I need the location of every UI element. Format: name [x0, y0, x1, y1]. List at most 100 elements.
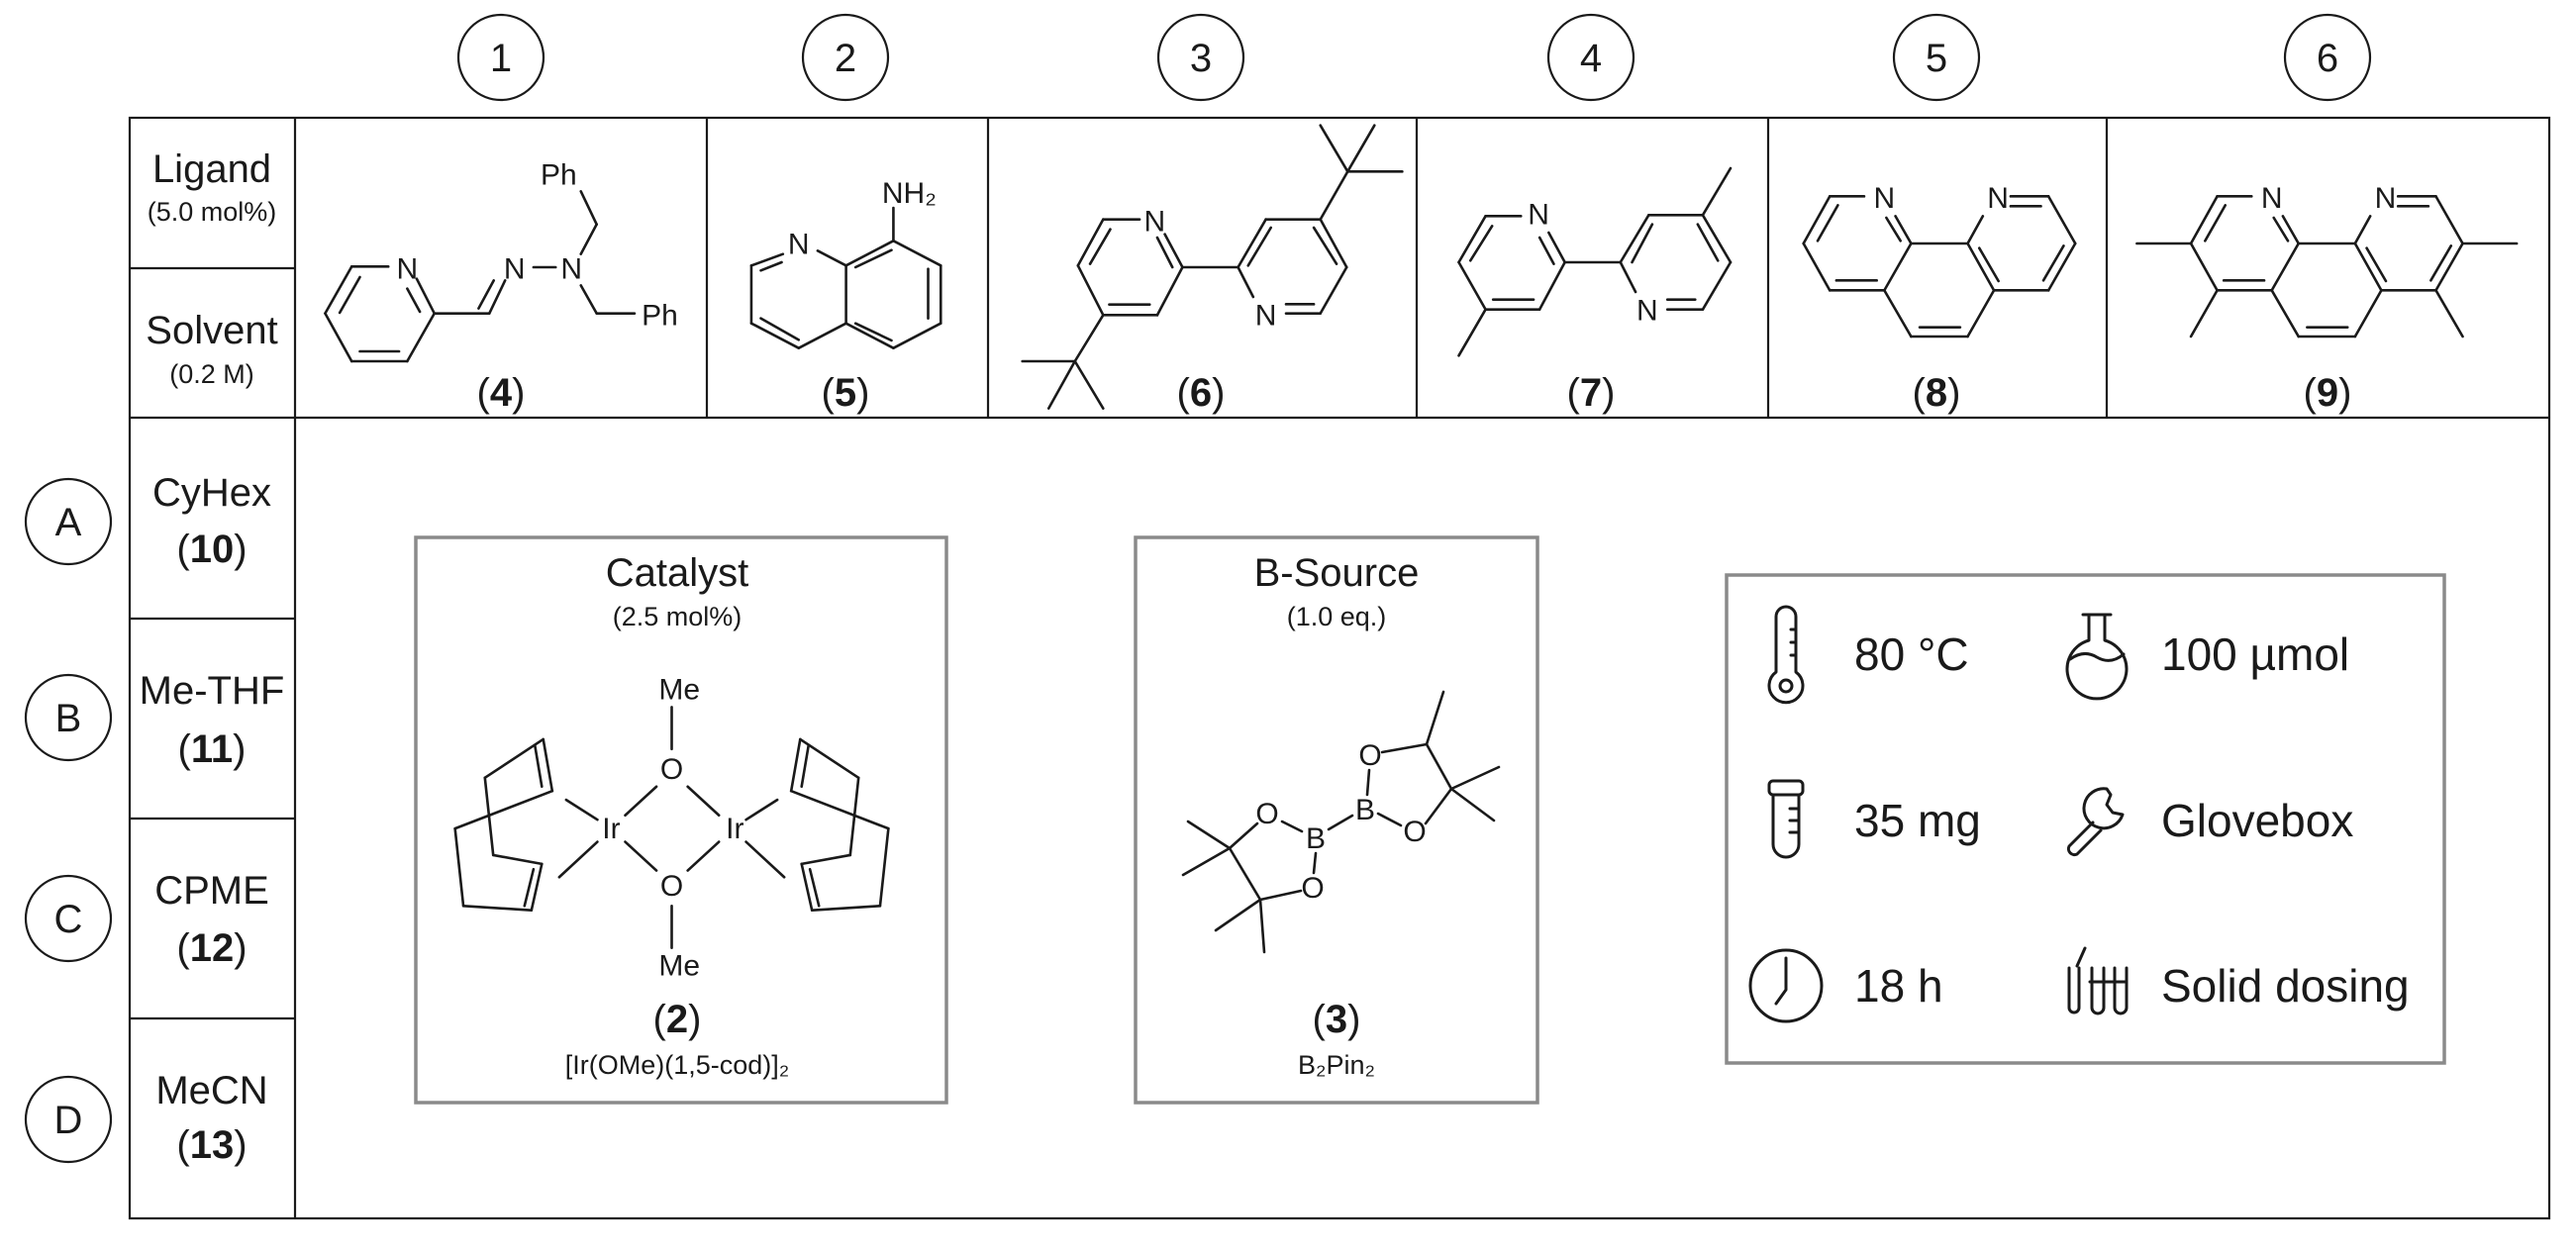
ligand-compound-number: (7): [1567, 371, 1616, 415]
atom-label: Me: [658, 674, 700, 707]
condition-temperature: 80 °C: [1854, 628, 1969, 680]
bond: [523, 867, 536, 908]
bond: [1457, 215, 1487, 264]
bond: [2189, 195, 2219, 245]
bond: [1802, 241, 1832, 292]
atom-label: B: [1355, 794, 1375, 826]
bond: [1883, 241, 1913, 292]
bond: [2434, 241, 2464, 292]
bond: [1258, 898, 1266, 954]
row-marker-b: B: [24, 673, 113, 762]
atom-label: N: [560, 253, 582, 286]
boron-source-amount: (1.0 eq.): [1287, 602, 1387, 631]
bond: [530, 862, 544, 913]
atom-label: N: [1144, 205, 1166, 238]
bond: [1883, 289, 1913, 338]
bond: [749, 322, 801, 349]
bond: [1181, 846, 1232, 877]
catalyst-panel: Catalyst (2.5 mol%) (2) [Ir(OMe)(1,5-cod…: [414, 535, 948, 1105]
bond: [1468, 225, 1494, 262]
solvent-row-c: CPME (12): [154, 869, 269, 970]
bond: [686, 840, 721, 872]
row-marker-d: D: [24, 1075, 113, 1164]
bond: [2353, 241, 2383, 292]
bond: [759, 260, 783, 272]
bond: [579, 223, 598, 255]
bond: [1885, 216, 1902, 242]
bond: [1228, 821, 1259, 850]
bond: [624, 785, 658, 818]
bond: [844, 240, 895, 267]
bond: [1696, 223, 1720, 262]
column-marker-5: 5: [1892, 13, 1981, 102]
bond: [800, 862, 814, 913]
conditions-panel: 80 °C 100 µmol 35 mg Glovebox 18 h: [1725, 573, 2446, 1065]
condition-mass: 35 mg: [1854, 795, 1981, 846]
bond: [2353, 215, 2372, 245]
bond: [1155, 236, 1174, 269]
ligand-compound-number: (5): [822, 371, 870, 415]
boron-source-compound-number: (3): [1313, 998, 1361, 1041]
bond: [1449, 765, 1501, 791]
wrench-icon: [2066, 787, 2125, 857]
bond: [1966, 215, 1985, 245]
bond: [1345, 124, 1376, 173]
boron-source-box: [1134, 535, 1539, 1105]
atom-label: B: [1306, 822, 1326, 855]
ligand-numbers: (4) (5) (6) (7) (8) (9): [477, 371, 2352, 415]
ligand-compound-number: (6): [1177, 371, 1226, 415]
vial-icon: [1767, 779, 1805, 859]
bond: [406, 312, 437, 363]
bond: [789, 789, 890, 830]
bond: [2046, 241, 2077, 292]
column-marker-1: 1: [456, 13, 545, 102]
bond: [1701, 214, 1733, 264]
bond: [1894, 215, 1913, 245]
catalyst-compound-number: (2): [653, 998, 702, 1041]
bond: [2365, 246, 2388, 283]
atom-label: Ir: [726, 813, 743, 845]
solvent-compound-number: (11): [178, 727, 247, 771]
bond: [453, 789, 554, 830]
bond: [749, 252, 785, 267]
bond: [1365, 768, 1371, 797]
column-marker-4: 4: [1546, 13, 1635, 102]
bond: [853, 248, 893, 269]
atom-label: N: [504, 253, 526, 286]
condition-time: 18 h: [1854, 960, 1943, 1012]
row-markers: A B C D: [24, 477, 113, 1164]
column-number: 2: [835, 37, 856, 80]
atom-label: Ph: [541, 159, 577, 192]
atom-label: Me: [658, 950, 700, 983]
ligand-label: Ligand: [152, 147, 271, 191]
table-border: [128, 116, 2551, 1220]
bond: [542, 737, 554, 793]
atom-label: N: [397, 253, 419, 286]
solvent-label: Solvent: [146, 309, 277, 352]
bond: [491, 853, 544, 866]
row-marker-c: C: [24, 874, 113, 963]
column-number: 1: [490, 37, 512, 80]
row-letter: C: [54, 898, 83, 941]
atom-label: N: [1255, 299, 1277, 332]
bond: [892, 240, 942, 267]
solvent-row-d: MeCN (13): [155, 1069, 267, 1167]
column-number: 6: [2317, 37, 2338, 80]
bond: [1258, 889, 1303, 902]
atom-label: N: [2375, 182, 2397, 215]
ligand-compound-number: (9): [2304, 371, 2352, 415]
solvent-compound-number: (12): [176, 926, 247, 970]
bond: [406, 287, 422, 314]
atom-label: Ph: [642, 299, 678, 332]
bond: [1319, 170, 1349, 221]
bond: [1237, 265, 1255, 299]
atom-label: O: [660, 870, 683, 903]
bond: [1046, 359, 1077, 410]
bond: [1280, 820, 1304, 833]
solvent-name: MeCN: [155, 1069, 267, 1112]
bond: [1163, 233, 1184, 269]
bond: [1977, 246, 2000, 283]
